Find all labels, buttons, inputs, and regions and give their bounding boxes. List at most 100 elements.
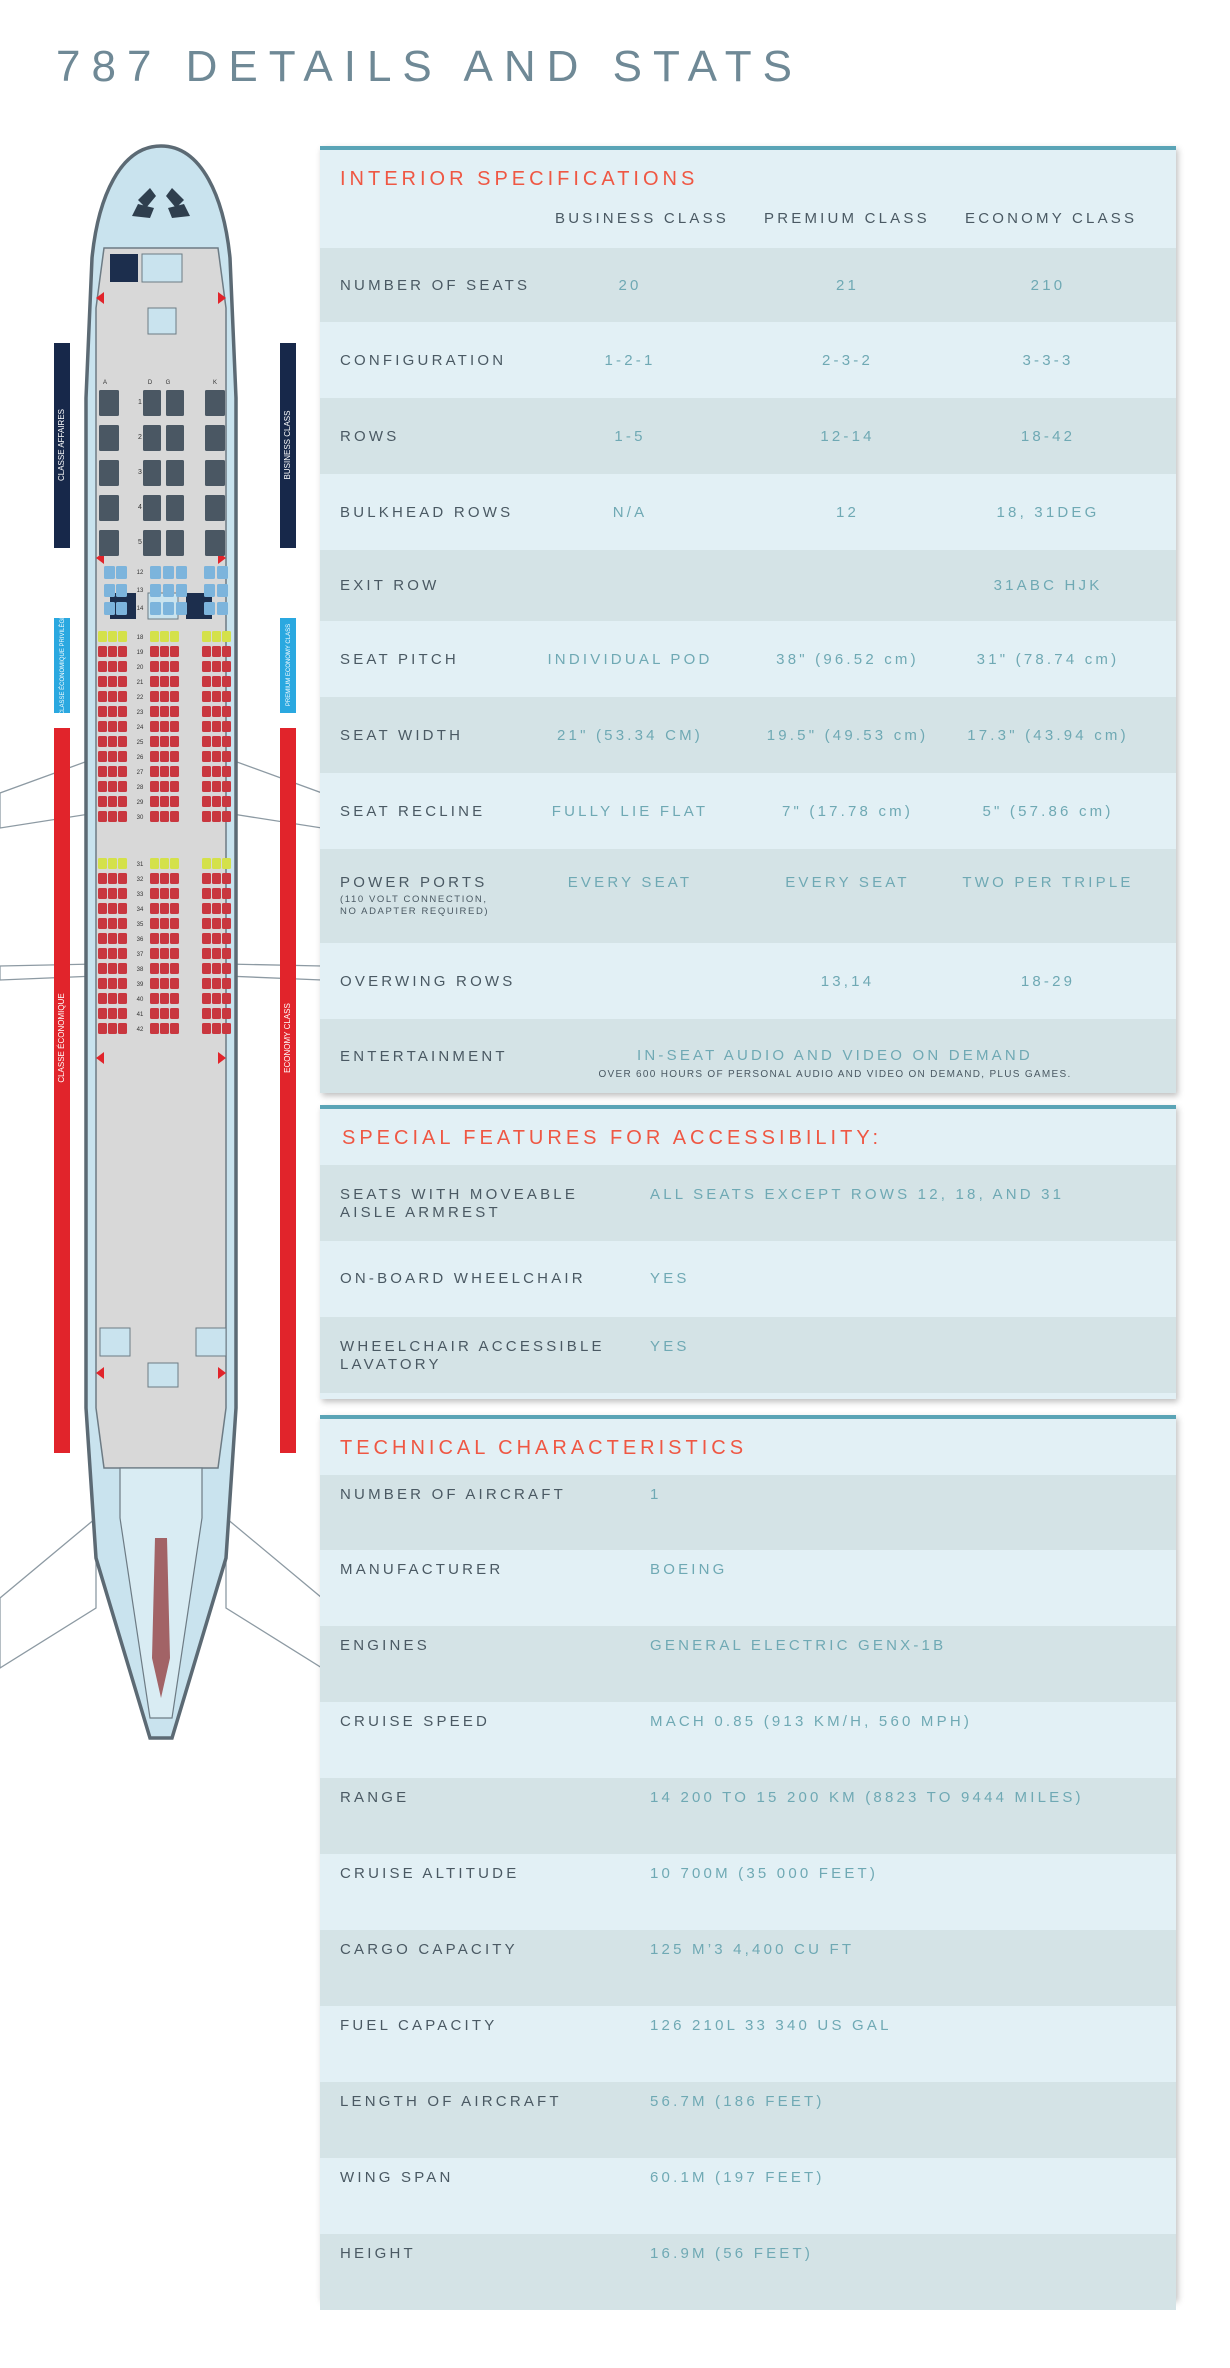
row-label: HEIGHT (340, 2245, 416, 2262)
row-number: 40 (137, 997, 144, 1003)
economy-seat (98, 721, 107, 732)
economy-seat (108, 873, 117, 884)
premium-seat (150, 566, 161, 579)
economy-seat (170, 736, 179, 747)
economy-seat (118, 751, 127, 762)
economy-seat (118, 1008, 127, 1019)
economy-seat (150, 661, 159, 672)
economy-seat (118, 903, 127, 914)
premium-seat (204, 584, 215, 597)
economy-seat (212, 948, 221, 959)
economy-seat (222, 888, 231, 899)
economy-seat (170, 903, 179, 914)
economy-seat (160, 811, 169, 822)
economy-seat (150, 646, 159, 657)
economy-seat (118, 811, 127, 822)
economy-seat (108, 691, 117, 702)
economy-seat (202, 796, 211, 807)
row-number: 41 (137, 1012, 144, 1018)
row-value: 19.5" (49.53 cm) (766, 726, 929, 744)
seat-letter: G (166, 380, 171, 386)
row-value: 18-42 (1020, 427, 1076, 445)
economy-seat (212, 1023, 221, 1034)
economy-seat (150, 978, 159, 989)
economy-seat (98, 676, 107, 687)
band-label-left-business: CLASSE AFFAIRES (57, 409, 66, 481)
column-header-business: BUSINESS CLASS (555, 210, 730, 227)
economy-seat (108, 721, 117, 732)
premium-seat (217, 602, 228, 615)
economy-seat (222, 751, 231, 762)
economy-seat (222, 963, 231, 974)
economy-seat (98, 978, 107, 989)
row-value: 126 210L 33 340 US GAL (650, 2017, 892, 2034)
seat-grid: ADGK12345ACDEGHK121314181920212223242526… (98, 380, 231, 1034)
economy-seat (202, 736, 211, 747)
economy-seat (150, 918, 159, 929)
economy-seat (160, 888, 169, 899)
row-label: FUEL CAPACITY (340, 2017, 498, 2034)
row-label: RANGE (340, 1789, 410, 1806)
economy-seat (222, 796, 231, 807)
economy-seat (222, 858, 231, 869)
economy-seat (118, 918, 127, 929)
economy-seat (118, 691, 127, 702)
economy-seat (118, 736, 127, 747)
economy-seat (98, 918, 107, 929)
economy-seat (98, 796, 107, 807)
premium-seat (176, 566, 187, 579)
economy-seat (170, 706, 179, 717)
economy-seat (212, 933, 221, 944)
premium-seat (176, 602, 187, 615)
economy-seat (222, 993, 231, 1004)
economy-seat (98, 1023, 107, 1034)
economy-seat (160, 736, 169, 747)
economy-seat (118, 978, 127, 989)
economy-seat (212, 736, 221, 747)
economy-seat (98, 963, 107, 974)
row-label-line2: AISLE ARMREST (340, 1204, 501, 1221)
economy-seat (98, 888, 107, 899)
row-label: EXIT ROW (340, 577, 440, 594)
row-label: SEAT RECLINE (340, 802, 486, 820)
economy-seat (170, 858, 179, 869)
row-number: 19 (137, 650, 144, 656)
tail-detail (152, 1538, 170, 1698)
economy-seat (170, 1008, 179, 1019)
row-value: TWO PER TRIPLE (962, 874, 1134, 891)
economy-seat (108, 918, 117, 929)
row-number: 20 (137, 665, 144, 671)
premium-seat (176, 584, 187, 597)
economy-seat (212, 691, 221, 702)
row-value: 5" (57.86 cm) (982, 802, 1114, 820)
row-number: 13 (137, 588, 144, 594)
economy-seat (108, 661, 117, 672)
economy-seat (150, 721, 159, 732)
premium-seat (104, 566, 115, 579)
premium-seat (104, 602, 115, 615)
seat-letter: A (103, 380, 107, 386)
accessibility-title: SPECIAL FEATURES FOR ACCESSIBILITY: (342, 1127, 883, 1149)
business-seat (166, 495, 184, 521)
business-seat (143, 390, 161, 416)
technical-header: TECHNICAL CHARACTERISTICS (320, 1419, 1176, 1475)
economy-seat (118, 766, 127, 777)
row-label: ENGINES (340, 1637, 430, 1654)
economy-seat (160, 1023, 169, 1034)
economy-seat (118, 993, 127, 1004)
business-seat (143, 460, 161, 486)
economy-seat (170, 751, 179, 762)
economy-seat (118, 781, 127, 792)
interior-row: POWER PORTS(110 VOLT CONNECTION,NO ADAPT… (320, 849, 1176, 943)
economy-seat (212, 903, 221, 914)
economy-seat (212, 751, 221, 762)
premium-seat (150, 584, 161, 597)
economy-seat (98, 631, 107, 642)
business-seat (143, 495, 161, 521)
economy-seat (118, 963, 127, 974)
economy-seat (170, 796, 179, 807)
